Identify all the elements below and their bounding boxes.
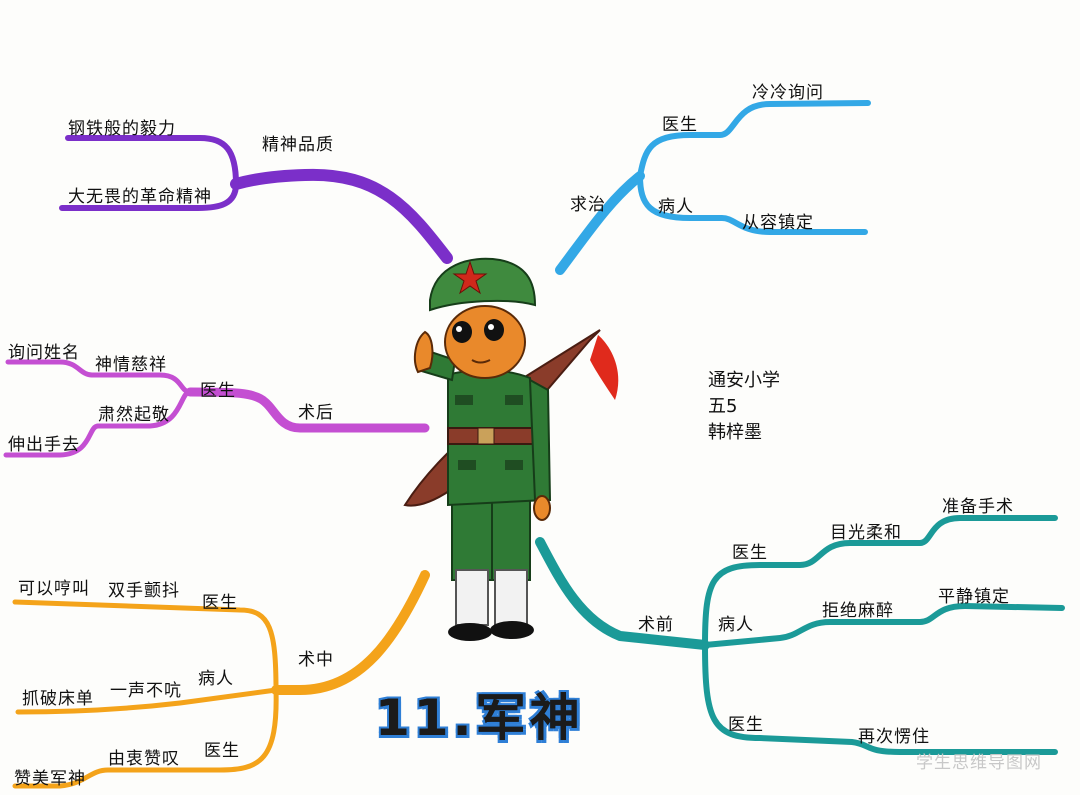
branch-shuhou-act1 <box>5 359 95 378</box>
shuzhong-detail-1: 双手颤抖 <box>108 581 180 601</box>
author-info: 通安小学 五5 韩梓墨 <box>708 368 780 446</box>
branch-shuhou-main <box>185 387 430 433</box>
soldier-face <box>444 305 526 379</box>
page-title: 11.军神 <box>375 689 584 747</box>
shuqian-detail-3: 再次愣住 <box>858 727 930 747</box>
shuzhong-role-3: 医生 <box>204 741 240 761</box>
author-class: 五5 <box>708 396 738 417</box>
shuhou-action-2: 伸出手去 <box>8 435 80 455</box>
branch-qiuzhi-pat <box>637 173 868 235</box>
branch-shuzhong-doc2 <box>12 687 279 789</box>
shuqian-role-3: 医生 <box>728 715 764 735</box>
shuzhong-extra-2: 抓破床单 <box>22 689 94 709</box>
shuqian-extra-2: 平静镇定 <box>938 587 1010 607</box>
branch-shuhou-act2 <box>3 423 101 458</box>
shuhou-action-1: 询问姓名 <box>8 343 80 363</box>
branch-qiuzhi-main <box>555 171 645 275</box>
branch-shuqian-doc2 <box>702 642 1058 755</box>
shuqian-extra-1: 准备手术 <box>942 497 1014 517</box>
branch-jingshen-label: 精神品质 <box>262 135 334 155</box>
shuqian-detail-2: 拒绝麻醉 <box>822 601 894 621</box>
soldier-left-puttee <box>455 569 489 626</box>
shuqian-detail-1: 目光柔和 <box>830 523 902 543</box>
branch-shuzhong-main <box>271 570 430 695</box>
shuzhong-extra-1: 可以哼叫 <box>18 579 90 599</box>
soldier-right-arm <box>528 378 552 501</box>
shuzhong-role-2: 病人 <box>198 669 234 689</box>
shuhou-feeling-1: 神情慈祥 <box>95 355 167 375</box>
soldier-right-eye <box>484 319 504 341</box>
author-name: 韩梓墨 <box>708 422 762 443</box>
sword-tassel <box>590 335 619 400</box>
soldier-left-leg <box>451 499 493 581</box>
soldier-right-leg <box>491 499 531 581</box>
branch-shuzhong-pat <box>15 687 279 715</box>
soldier-left-shoe <box>448 623 492 641</box>
soldier-cap-star <box>452 260 488 295</box>
soldier-illustration <box>403 257 619 641</box>
jingshen-item-1: 钢铁般的毅力 <box>68 119 176 139</box>
soldier-right-shoe <box>490 621 534 639</box>
branch-shuhou-label: 术后 <box>298 403 334 423</box>
branch-qiuzhi-doc <box>637 100 871 179</box>
shuhou-role: 医生 <box>200 381 236 401</box>
qiuzhi-role-2: 病人 <box>658 197 694 217</box>
soldier-left-eye <box>452 321 472 343</box>
branch-shuhou-feel2 <box>95 389 193 429</box>
branch-shuzhong-doc1 <box>12 599 279 693</box>
branch-jingshen-item1 <box>65 135 239 187</box>
branch-jingshen-item2 <box>59 181 239 211</box>
soldier-salute-hand <box>413 330 434 374</box>
shuzhong-role-1: 医生 <box>202 593 238 613</box>
branch-shuqian-doc1 <box>702 515 1058 648</box>
watermark: 学生思维导图网 <box>916 753 1042 773</box>
shuzhong-detail-3: 由衷赞叹 <box>108 749 180 769</box>
branch-shuqian-pat <box>702 603 1065 648</box>
shuzhong-detail-2: 一声不吭 <box>110 681 182 701</box>
shuqian-role-1: 医生 <box>732 543 768 563</box>
qiuzhi-detail-1: 冷冷询问 <box>752 83 824 103</box>
author-school: 通安小学 <box>708 370 780 391</box>
shuqian-role-2: 病人 <box>718 615 754 635</box>
shuhou-feeling-2: 肃然起敬 <box>98 405 170 425</box>
jingshen-item-2: 大无畏的革命精神 <box>68 187 212 207</box>
soldier-right-puttee <box>494 569 528 626</box>
soldier-cap <box>429 257 537 312</box>
qiuzhi-detail-2: 从容镇定 <box>742 213 814 233</box>
branch-shuqian-label: 术前 <box>638 615 674 635</box>
branch-jingshen-main <box>230 168 453 264</box>
branch-shuhou-feel1 <box>89 372 193 395</box>
branch-shuqian-main <box>535 537 710 650</box>
qiuzhi-role-1: 医生 <box>662 115 698 135</box>
shuzhong-extra-3: 赞美军神 <box>14 769 86 789</box>
branch-qiuzhi-label: 求治 <box>570 195 606 215</box>
branch-shuzhong-label: 术中 <box>298 650 334 670</box>
